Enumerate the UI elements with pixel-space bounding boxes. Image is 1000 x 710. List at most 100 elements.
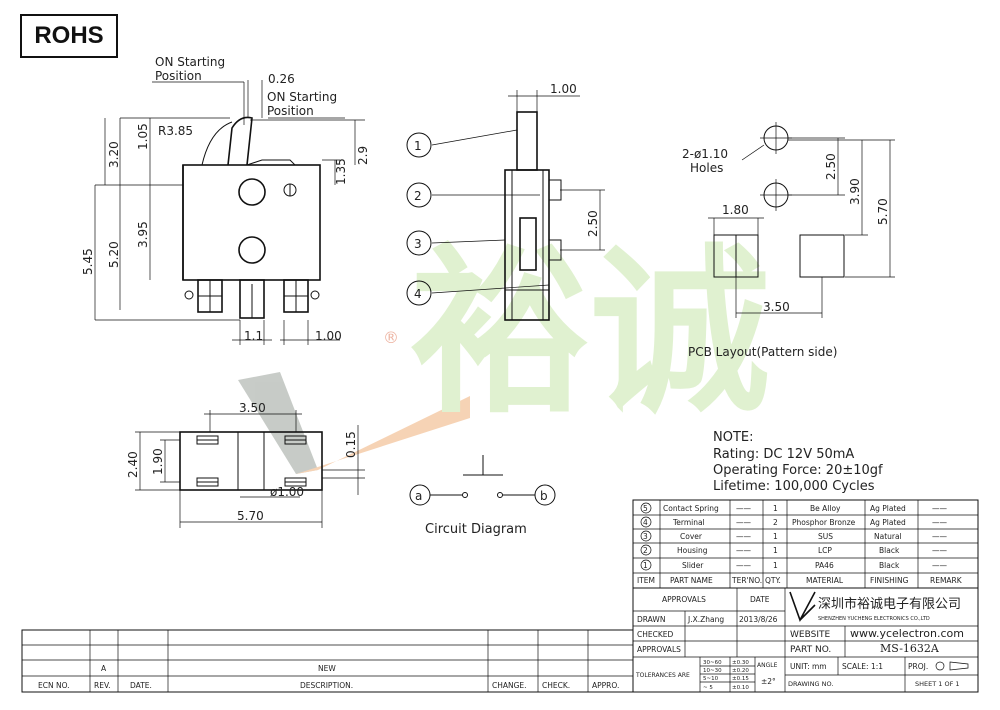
terminal-b-label: b: [540, 489, 548, 503]
dim-100-side: 1.00: [315, 329, 342, 343]
dim-r385: R3.85: [158, 124, 193, 138]
tb-scale: SCALE: 1:1: [842, 662, 883, 671]
label-on-start-2b: Position: [267, 104, 314, 118]
revision-table: A NEW ECN NO. REV. DATE. DESCRIPTION. CH…: [21, 629, 634, 693]
dim-190: 1.90: [151, 448, 165, 475]
dim-135: 1.35: [334, 158, 348, 185]
bom-material: Be Alloy: [810, 504, 841, 513]
bom-qty: 1: [773, 504, 778, 513]
dim-240: 2.40: [126, 451, 140, 478]
tb-tol-val: ±0.10: [732, 685, 749, 691]
front-view: 1.00 2.50 1 2 3 4: [406, 82, 605, 321]
tb-tol-val: ±0.20: [732, 668, 749, 674]
circuit-diagram: a b Circuit Diagram: [409, 455, 556, 537]
rev-header: DESCRIPTION.: [300, 681, 353, 690]
pcb-layout: 2-ø1.10 Holes 1.80 2.50 3.90 5.70 3.50 P…: [682, 122, 895, 359]
dim-320: 3.20: [107, 141, 121, 168]
tb-approvals: APPROVALS: [662, 595, 706, 604]
bom-material: LCP: [818, 546, 832, 555]
bom-name: Contact Spring: [663, 504, 719, 513]
tb-partno: MS-1632A: [880, 642, 940, 655]
dim-026: 0.26: [268, 72, 295, 86]
rev-desc: NEW: [318, 664, 336, 673]
pcb-holes-2: Holes: [690, 161, 723, 175]
bom-remark: ——: [932, 504, 948, 513]
dim-520: 5.20: [107, 241, 121, 268]
tb-drawn-by: J.X.Zhang: [687, 615, 724, 624]
tb-unit: UNIT: mm: [790, 662, 827, 671]
tb-angle: ANGLE: [757, 662, 778, 669]
dim-250-pcb: 2.50: [824, 153, 838, 180]
bom-finish: Ag Plated: [870, 518, 906, 527]
dim-545: 5.45: [81, 248, 95, 275]
bom-header: FINISHING: [870, 576, 909, 585]
dim-015: 0.15: [344, 431, 358, 458]
bom-ter: ——: [736, 532, 752, 541]
callout-1: [406, 132, 432, 158]
watermark-reg: ®: [383, 328, 399, 347]
bom-ter: ——: [736, 504, 752, 513]
bom-name: Terminal: [672, 518, 705, 527]
mount-hole-lower: [238, 236, 266, 264]
tb-tol-range: ~ 5: [703, 685, 713, 691]
tb-drawn: DRAWN: [637, 615, 665, 624]
note-force: Operating Force: 20±10gf: [713, 463, 883, 478]
dim-350-pcb: 3.50: [763, 300, 790, 314]
watermark-text: 裕诚: [410, 229, 770, 438]
tb-date: DATE: [750, 595, 770, 604]
bom-item: 4: [643, 518, 648, 527]
tb-tol-range: 10~30: [703, 668, 722, 674]
tb-sheet: SHEET 1 OF 1: [915, 680, 960, 688]
tb-tol-range: 5~10: [703, 676, 719, 682]
tb-angle-val: ±2°: [761, 677, 776, 686]
bom-header: REMARK: [930, 576, 963, 585]
dim-180: 1.80: [722, 203, 749, 217]
bom-finish: Ag Plated: [870, 504, 906, 513]
label-on-start-1a: ON Starting: [155, 55, 225, 69]
pcb-title: PCB Layout(Pattern side): [688, 345, 837, 359]
bom-material: PA46: [815, 561, 834, 570]
callout-2: [406, 182, 432, 208]
bom-header: TER'NO.: [731, 576, 762, 585]
note-life: Lifetime: 100,000 Cycles: [713, 479, 875, 494]
dim-570-bottom: 5.70: [237, 509, 264, 523]
tb-approvals2: APPROVALS: [637, 645, 681, 654]
company-logo-icon: [789, 591, 816, 622]
dim-105: 1.05: [136, 123, 150, 150]
tb-checked: CHECKED: [637, 630, 674, 639]
bom-qty: 1: [773, 532, 778, 541]
tb-drawn-date: 2013/8/26: [739, 615, 778, 624]
rohs-badge: ROHS: [20, 14, 118, 58]
pcb-holes-1: 2-ø1.10: [682, 147, 728, 161]
dim-395: 3.95: [136, 221, 150, 248]
bom-remark: ——: [932, 518, 948, 527]
bom-ter: ——: [736, 561, 752, 570]
tb-tol-range: 30~60: [703, 660, 722, 666]
dim-11: 1.1: [244, 329, 263, 343]
bom-name: Housing: [677, 546, 708, 555]
label-on-start-2a: ON Starting: [267, 90, 337, 104]
tb-partno-label: PART NO.: [790, 645, 831, 655]
bom-item: 1: [643, 561, 648, 570]
rev-header: APPRO.: [592, 681, 619, 690]
bom-table: 5 Contact Spring —— 1 Be Alloy Ag Plated…: [632, 499, 979, 589]
rev-value: A: [101, 664, 107, 673]
dim-350-bottom: 3.50: [239, 401, 266, 415]
tb-tol-val: ±0.30: [732, 660, 749, 666]
bom-material: Phosphor Bronze: [792, 518, 856, 527]
bom-header: QTY.: [765, 576, 781, 585]
tb-tol-label: TOLERANCES ARE: [635, 672, 690, 679]
bom-name: Cover: [680, 532, 703, 541]
dim-100-front: 1.00: [550, 82, 577, 96]
dim-29: 2.9: [356, 146, 370, 165]
bom-qty: 1: [773, 546, 778, 555]
bom-remark: ——: [932, 561, 948, 570]
dim-250-front: 2.50: [586, 210, 600, 237]
tb-proj: PROJ.: [908, 662, 928, 671]
dim-phi100: ø1.00: [270, 485, 304, 499]
bom-qty: 1: [773, 561, 778, 570]
bom-item: 2: [643, 546, 648, 555]
callout-1-label: 1: [414, 139, 422, 153]
title-block: APPROVALS DATE DRAWN J.X.Zhang 2013/8/26…: [632, 587, 979, 693]
tb-company-en: SHENZHEN YUCHENG ELECTRONICS CO.,LTD: [818, 616, 930, 622]
